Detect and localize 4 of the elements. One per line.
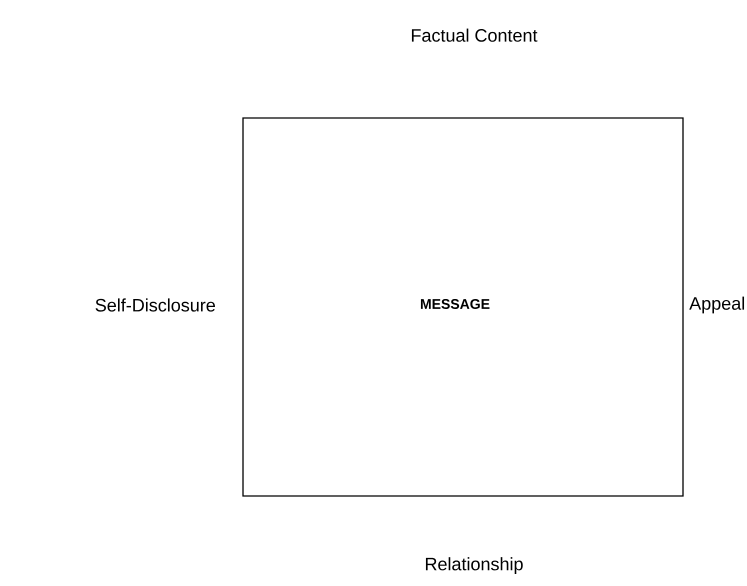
message-box: MESSAGE (242, 117, 684, 497)
side-label: Self-Disclosure (96, 298, 215, 312)
side-label: Factual Content (412, 28, 538, 42)
side-label: Relationship (426, 557, 523, 574)
